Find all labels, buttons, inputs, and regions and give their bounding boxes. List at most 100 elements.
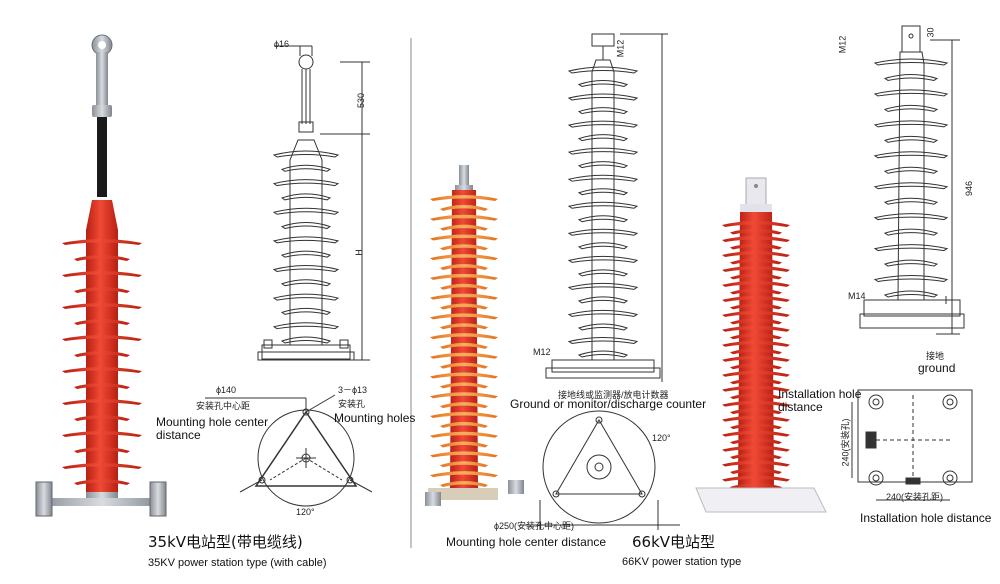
shed bbox=[873, 213, 949, 221]
shed bbox=[577, 80, 629, 88]
shed bbox=[722, 310, 790, 317]
shed bbox=[730, 318, 782, 325]
shed bbox=[430, 195, 498, 201]
shed bbox=[722, 250, 790, 257]
shed bbox=[62, 271, 142, 277]
shed bbox=[440, 264, 488, 271]
shed bbox=[730, 393, 782, 400]
shed bbox=[722, 415, 790, 422]
shed bbox=[430, 254, 498, 261]
shed bbox=[883, 290, 939, 298]
shed bbox=[430, 431, 498, 438]
shed bbox=[567, 174, 639, 182]
shed bbox=[722, 295, 790, 302]
drawing-66kv-side bbox=[520, 33, 680, 530]
shed bbox=[272, 179, 340, 187]
shed bbox=[440, 244, 488, 251]
shed bbox=[440, 382, 488, 389]
shed bbox=[440, 441, 488, 448]
shed bbox=[430, 352, 498, 359]
shed bbox=[74, 319, 130, 325]
shed bbox=[730, 303, 782, 310]
shed bbox=[430, 234, 498, 241]
shed bbox=[74, 447, 130, 453]
dim-phi140: ϕ140 bbox=[216, 385, 237, 395]
label-center-cn: 安装孔中心距 bbox=[196, 401, 251, 411]
arrester-photo-35kv bbox=[35, 34, 167, 517]
dim-holes-3: 3－ϕ13 bbox=[338, 385, 368, 395]
shed bbox=[62, 399, 142, 405]
shed bbox=[280, 307, 332, 315]
shed bbox=[722, 325, 790, 332]
shed bbox=[883, 197, 939, 205]
shed bbox=[440, 303, 488, 310]
subtitle-35kv: 35KV power station type (with cable) bbox=[148, 557, 327, 569]
dim-240-horizontal: 240(安装孔距) bbox=[886, 492, 944, 502]
shed bbox=[567, 66, 639, 74]
shed bbox=[567, 228, 639, 236]
shed bbox=[567, 255, 639, 263]
shed bbox=[74, 479, 130, 485]
shed bbox=[722, 460, 790, 467]
shed bbox=[74, 351, 130, 357]
label-discharge-counter: Ground or monitor/discharge counter bbox=[510, 397, 707, 411]
arrester-photo-66kv-a bbox=[425, 165, 524, 506]
shed bbox=[722, 340, 790, 347]
shed bbox=[430, 273, 498, 280]
shed bbox=[440, 224, 488, 231]
shed bbox=[430, 451, 498, 458]
shed bbox=[272, 322, 340, 330]
dim-angle-mid: 120° bbox=[652, 433, 671, 443]
shed bbox=[730, 423, 782, 430]
shed bbox=[722, 385, 790, 392]
shed bbox=[430, 372, 498, 379]
shed bbox=[272, 265, 340, 272]
shed bbox=[883, 73, 939, 82]
dim-m12: M12 bbox=[533, 347, 551, 357]
shed bbox=[440, 323, 488, 330]
label-counter-cn: 接地线或监测器/放电计数器 bbox=[558, 390, 669, 400]
shed bbox=[280, 222, 332, 230]
shed bbox=[730, 258, 782, 265]
shed bbox=[577, 215, 629, 223]
shed bbox=[577, 107, 629, 115]
shed bbox=[577, 134, 629, 142]
shed bbox=[722, 221, 790, 227]
shed bbox=[430, 214, 498, 221]
shed bbox=[730, 288, 782, 295]
shed bbox=[873, 244, 949, 252]
shed bbox=[567, 93, 639, 101]
shed bbox=[730, 348, 782, 355]
shed bbox=[430, 333, 498, 340]
dim-30: 30 bbox=[925, 27, 936, 38]
shed bbox=[722, 400, 790, 407]
shed bbox=[567, 147, 639, 155]
shed bbox=[280, 336, 332, 344]
shed bbox=[722, 280, 790, 287]
shed bbox=[280, 250, 332, 258]
shed bbox=[730, 408, 782, 415]
title-66kv: 66kV电站型 bbox=[632, 533, 716, 551]
shed bbox=[873, 151, 949, 159]
shed bbox=[722, 265, 790, 272]
shed bbox=[430, 392, 498, 399]
shed bbox=[730, 363, 782, 370]
shed bbox=[272, 207, 340, 215]
shed bbox=[577, 350, 629, 358]
shed bbox=[730, 438, 782, 445]
label-mid-center-distance: Mounting hole center distance bbox=[446, 535, 607, 549]
shed bbox=[722, 355, 790, 362]
shed bbox=[873, 89, 949, 97]
dim-phi250: ϕ250(安装孔中心距) bbox=[494, 521, 575, 531]
shed bbox=[440, 402, 488, 409]
shed bbox=[74, 383, 130, 389]
shed bbox=[440, 204, 488, 211]
shed bbox=[440, 421, 488, 428]
dim-m12-top: M12 bbox=[615, 39, 626, 58]
label-ground-cn: 接地 bbox=[926, 351, 945, 361]
label-holes-cn: 安装孔 bbox=[338, 399, 366, 409]
dim-angle-left: 120° bbox=[296, 507, 315, 517]
shed bbox=[883, 166, 939, 174]
shed bbox=[567, 201, 639, 209]
